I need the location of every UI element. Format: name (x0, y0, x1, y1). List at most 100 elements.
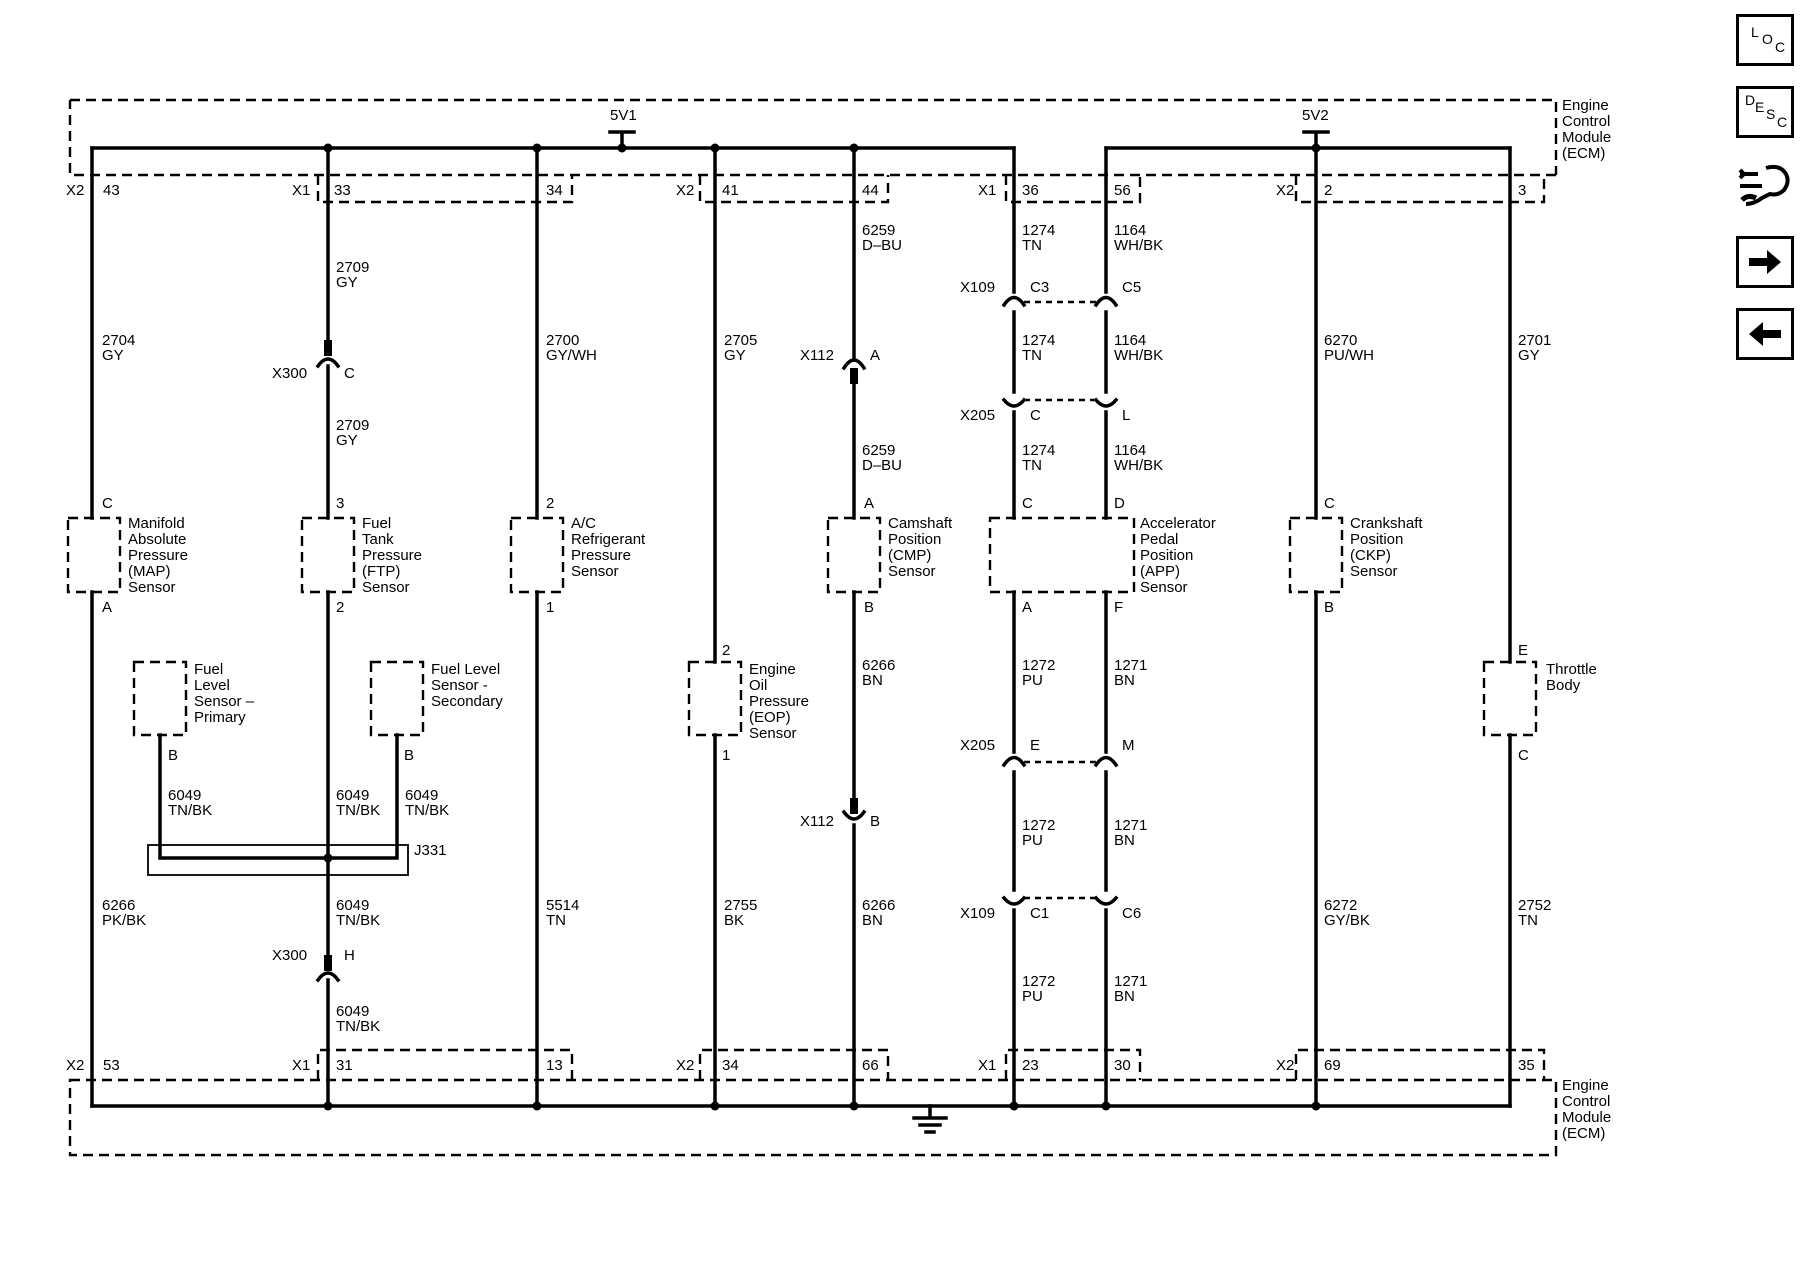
svg-text:34: 34 (722, 1057, 739, 1074)
svg-text:E: E (1518, 642, 1528, 659)
svg-text:C: C (1022, 495, 1033, 512)
supply-5v1-label: 5V1 (610, 107, 637, 124)
svg-text:A: A (102, 599, 112, 616)
ecm-x2-top-box-b (1294, 175, 1546, 204)
ecm-label-bottom: Engine Control Module (ECM) (1562, 1077, 1615, 1142)
svg-text:66: 66 (862, 1057, 879, 1074)
eop-sensor-box (687, 660, 743, 737)
svg-text:44: 44 (862, 182, 879, 199)
ground-symbol (912, 1104, 948, 1134)
svg-text:C: C (1775, 39, 1785, 55)
supply-5v2-label: 5V2 (1302, 107, 1329, 124)
ecm-x1-top-box (316, 175, 574, 204)
svg-text:C: C (1030, 407, 1041, 424)
svg-text:2: 2 (546, 495, 554, 512)
svg-text:13: 13 (546, 1057, 563, 1074)
component-pin-labels: CA 32 21 AB CA DF CB B B 21 EC (102, 495, 1529, 764)
connector-tool-button[interactable] (1736, 160, 1794, 212)
svg-text:C: C (1777, 114, 1787, 130)
svg-text:E: E (1030, 737, 1040, 754)
svg-text:2: 2 (1324, 182, 1332, 199)
desc-button[interactable]: D E S C (1736, 86, 1794, 138)
svg-text:41: 41 (722, 182, 739, 199)
svg-text:B: B (864, 599, 874, 616)
svg-text:F: F (1114, 599, 1123, 616)
ckp-sensor-box (1288, 516, 1344, 594)
svg-text:C: C (1324, 495, 1335, 512)
loc-button[interactable]: L O C (1736, 14, 1794, 66)
arrow-left-icon (1749, 322, 1781, 346)
cmp-sensor-box (826, 516, 882, 594)
junction-dots (323, 143, 1321, 1111)
svg-text:X2: X2 (66, 182, 84, 199)
svg-text:X300: X300 (272, 947, 307, 964)
svg-text:43: 43 (103, 182, 120, 199)
svg-text:3: 3 (336, 495, 344, 512)
svg-text:X112: X112 (800, 347, 834, 364)
fuel-primary-box (132, 660, 188, 737)
svg-text:C: C (344, 365, 355, 382)
next-button[interactable] (1736, 236, 1794, 288)
ecm-label-top: Engine Control Module (ECM) (1562, 97, 1615, 162)
svg-text:X2: X2 (1276, 1057, 1294, 1074)
svg-text:1: 1 (546, 599, 554, 616)
svg-text:23: 23 (1022, 1057, 1039, 1074)
svg-text:2: 2 (722, 642, 730, 659)
svg-text:C3: C3 (1030, 279, 1049, 296)
svg-text:X205: X205 (960, 407, 995, 424)
svg-text:A: A (870, 347, 880, 364)
svg-text:L: L (1751, 24, 1759, 40)
ecm-x1-bottom-box-b (1004, 1048, 1142, 1080)
arrow-right-icon (1749, 250, 1781, 274)
ecm-top-outline (68, 98, 1558, 177)
svg-text:X2: X2 (66, 1057, 84, 1074)
svg-text:J331: J331 (414, 842, 447, 859)
svg-text:B: B (168, 747, 178, 764)
svg-text:3: 3 (1518, 182, 1526, 199)
svg-text:E: E (1755, 99, 1764, 115)
svg-text:A: A (1022, 599, 1032, 616)
svg-text:X2: X2 (676, 182, 694, 199)
ecm-x2-bottom-box-a (698, 1048, 890, 1080)
ecm-x2-top-box-a (698, 175, 890, 204)
svg-text:H: H (344, 947, 355, 964)
svg-text:30: 30 (1114, 1057, 1131, 1074)
svg-text:X112: X112 (800, 813, 834, 830)
throttle-body-box (1482, 660, 1538, 737)
back-button[interactable] (1736, 308, 1794, 360)
svg-text:X205: X205 (960, 737, 995, 754)
svg-text:X1: X1 (292, 182, 310, 199)
